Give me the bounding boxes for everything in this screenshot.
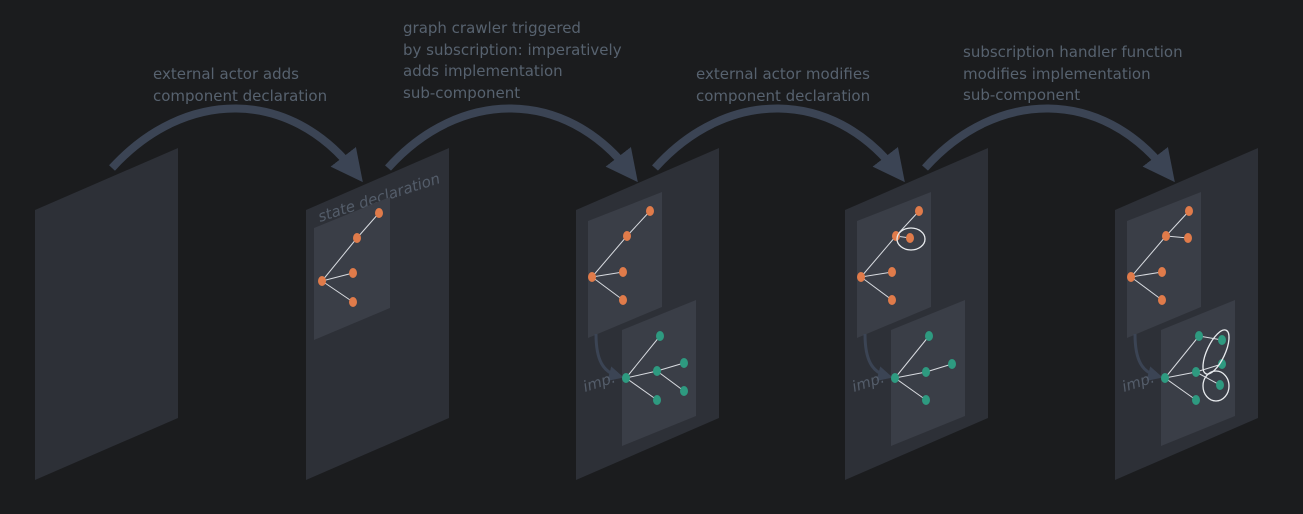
state-nodes bbox=[318, 208, 383, 307]
panel-implementation-added: imp. bbox=[576, 148, 719, 480]
caption-line: subscription handler function bbox=[963, 43, 1183, 61]
caption-line: sub-component bbox=[963, 86, 1081, 104]
empty-panel bbox=[35, 148, 178, 480]
caption-line: modifies implementation bbox=[963, 64, 1151, 83]
caption-line: external actor modifies bbox=[696, 65, 870, 83]
step-arrow-1 bbox=[109, 104, 363, 183]
state-subpanel bbox=[588, 192, 662, 338]
highlight-ring bbox=[1202, 329, 1230, 375]
step-arrow-3 bbox=[652, 104, 905, 183]
state-subpanel bbox=[1127, 192, 1201, 338]
caption-line: graph crawler triggered bbox=[403, 19, 581, 37]
caption-line: sub-component bbox=[403, 83, 521, 102]
imp-arrow bbox=[594, 333, 624, 381]
caption-line: external actor adds bbox=[153, 65, 299, 83]
step-arrow-2 bbox=[385, 104, 638, 183]
imp-arrow bbox=[1133, 333, 1163, 381]
panel-declaration-modified: imp. bbox=[845, 148, 988, 480]
caption-step-2: graph crawler triggered by subscription:… bbox=[403, 18, 622, 104]
step-arrow-4 bbox=[922, 104, 1175, 183]
caption-step-3: external actor modifies component declar… bbox=[696, 64, 870, 107]
caption-step-1: external actor adds component declaratio… bbox=[153, 64, 327, 107]
panel-state-declaration: state declaration bbox=[306, 148, 449, 480]
highlight-ring bbox=[1202, 370, 1230, 402]
state-graph bbox=[321, 212, 380, 303]
imp-arrow bbox=[863, 333, 893, 381]
caption-line: adds implementation bbox=[403, 62, 563, 80]
caption-line: by subscription: imperatively bbox=[403, 40, 622, 59]
highlight-ring bbox=[896, 227, 926, 251]
caption-line: component declaration bbox=[696, 86, 871, 105]
caption-step-4: subscription handler function modifies i… bbox=[963, 42, 1183, 107]
caption-line: component declaration bbox=[153, 86, 328, 105]
panel-implementation-modified: imp. bbox=[1115, 148, 1258, 480]
